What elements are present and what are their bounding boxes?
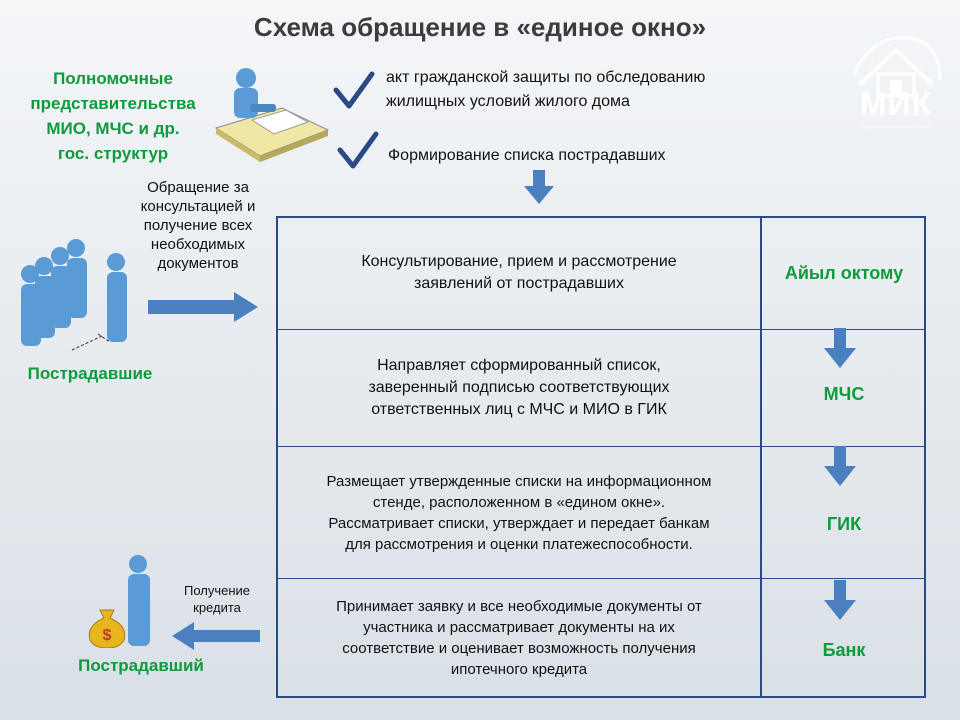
down-arrow-icon	[824, 446, 856, 486]
left-arrow-icon	[172, 622, 260, 650]
check-item-1: акт гражданской защиты по обследованию ж…	[386, 69, 706, 110]
step-1-text: Консультирование, прием и рассмотрение з…	[361, 253, 677, 292]
victim-label: Пострадавший	[78, 656, 204, 675]
row-divider	[276, 446, 926, 447]
logo-icon	[852, 36, 942, 98]
victims-label: Пострадавшие	[27, 364, 153, 383]
credit-label: Получение кредита	[183, 583, 251, 615]
appeal-label: Обращение за консультацией и получение в…	[140, 179, 256, 272]
row-divider	[276, 329, 926, 330]
step-3-text: Размещает утвержденные списки на информа…	[326, 472, 712, 553]
org-gik: ГИК	[826, 514, 862, 534]
down-arrow-icon	[824, 580, 856, 620]
victims-group-icon	[21, 239, 127, 351]
logo-subtitle: Государственная Ипотечная Компания	[860, 124, 932, 129]
step-4-text: Принимает заявку и все необходимые докум…	[336, 597, 702, 678]
step-2-text: Направляет сформированный список, завере…	[368, 357, 670, 418]
org-ayil-oktomu: Айыл октому	[784, 263, 904, 283]
logo-text: МИК	[859, 86, 933, 122]
checkmark-icon	[333, 71, 375, 109]
victim-person-icon	[128, 555, 150, 646]
org-bank: Банк	[822, 640, 866, 660]
right-arrow-icon	[148, 292, 258, 322]
representatives-label: Полномочные представительства МИО, МЧС и…	[30, 69, 196, 163]
money-symbol: $	[103, 627, 112, 644]
org-mchs: МЧС	[823, 384, 865, 404]
down-arrow-icon	[824, 328, 856, 368]
process-table	[276, 216, 926, 698]
checkmark-icon	[337, 131, 379, 169]
table-divider	[760, 216, 762, 698]
page-title: Схема обращение в «единое окно»	[253, 12, 707, 42]
row-divider	[276, 578, 926, 579]
office-worker-icon	[214, 68, 330, 162]
check-item-2: Формирование списка пострадавших	[388, 147, 666, 164]
money-bag-icon: $	[88, 609, 126, 648]
down-arrow-icon	[524, 170, 554, 204]
